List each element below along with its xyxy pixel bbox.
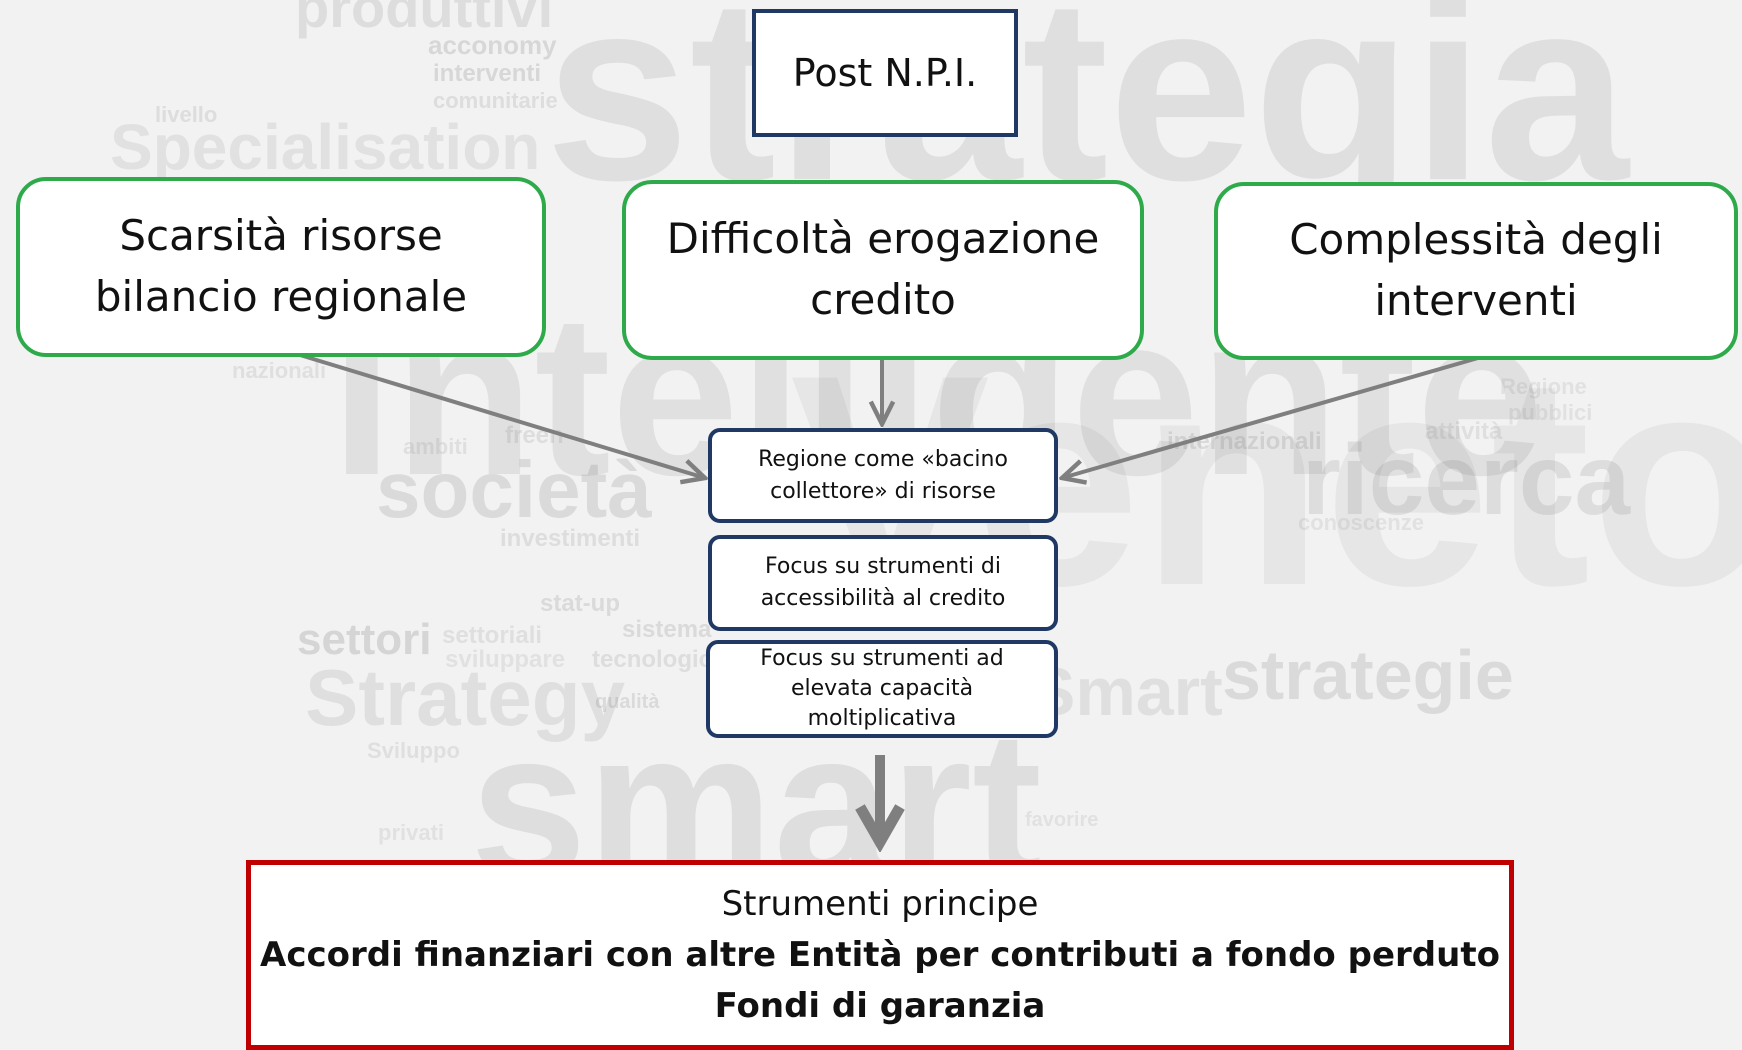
cause-complessita-line-1: Complessità degli [1289,215,1663,265]
background-word: stat-up [540,590,620,617]
step-accessibilita-line-2: accessibilità al credito [760,586,1006,611]
background-word: privati [378,820,445,845]
background-word: acconomy [428,30,557,60]
post-npi-box: Post N.P.I. [752,9,1018,137]
background-word: Smart [1030,654,1223,730]
step-moltiplicativa-line-2: elevata capacità [790,676,974,702]
background-word: Sviluppo [367,738,460,763]
background-word: interventi [433,60,542,87]
cause-scarsita-line-2: bilancio regionale [94,272,468,321]
cause-box-complessita: Complessità degli interventi [1214,182,1738,360]
background-word: investimenti [500,525,641,552]
step-moltiplicativa-line-1: Focus su strumenti ad [760,646,1004,672]
background-word: conoscenze [1298,510,1424,535]
background-word: pubblici [1508,400,1593,425]
background-word: ricerca [1302,424,1631,536]
cause-box-difficolta: Difficoltà erogazione credito [622,180,1144,360]
step-regione-line-1: Regione come «bacino [758,446,1008,472]
background-word: favorire [1025,809,1099,831]
background-word: sistema [622,616,712,643]
background-word: comunitarie [433,88,558,113]
arrow-left-cause-to-regione [299,353,705,478]
step-box-accessibilita: Focus su strumenti di accessibilità al c… [708,535,1058,631]
result-line-fondi: Fondi di garanzia [714,985,1046,1026]
background-word: società [376,445,652,534]
step-box-regione: Regione come «bacino collettore» di riso… [708,428,1058,523]
background-word: Specialisation [110,111,541,183]
background-word: strategie [1222,636,1514,714]
background-word: ambiti [403,434,468,459]
background-word: Regione [1500,374,1587,399]
step-box-moltiplicativa: Focus su strumenti ad elevata capacità m… [706,640,1058,738]
background-word: attività [1425,418,1503,445]
background-word: tecnologici [592,646,719,673]
step-moltiplicativa-line-3: moltiplicativa [807,705,957,731]
background-word: qualità [595,691,660,713]
step-regione-line-2: collettore» di risorse [770,478,996,504]
step-accessibilita-line-1: Focus su strumenti di [764,554,1002,580]
result-line-accordi: Accordi finanziari con altre Entità per … [260,934,1500,975]
cause-difficolta-line-1: Difficoltà erogazione [666,214,1100,264]
cause-complessita-line-2: interventi [1374,276,1578,325]
cause-difficolta-line-2: credito [810,275,956,324]
cause-scarsita-line-1: Scarsità risorse [119,211,443,261]
background-word: sviluppare [445,646,566,673]
result-box: Strumenti principe Accordi finanziari co… [246,860,1514,1050]
arrow-right-cause-to-regione [1062,356,1479,478]
background-word: settoriali [442,622,543,649]
result-heading: Strumenti principe [721,883,1039,924]
background-word: Strategy [305,653,626,742]
post-npi-label: Post N.P.I. [792,51,978,95]
background-word: livello [155,102,218,127]
cause-box-scarsita: Scarsità risorse bilancio regionale [16,177,546,357]
background-word: settori [297,615,432,664]
background-word: nazionali [232,358,327,383]
background-word: produttivi [295,0,554,39]
